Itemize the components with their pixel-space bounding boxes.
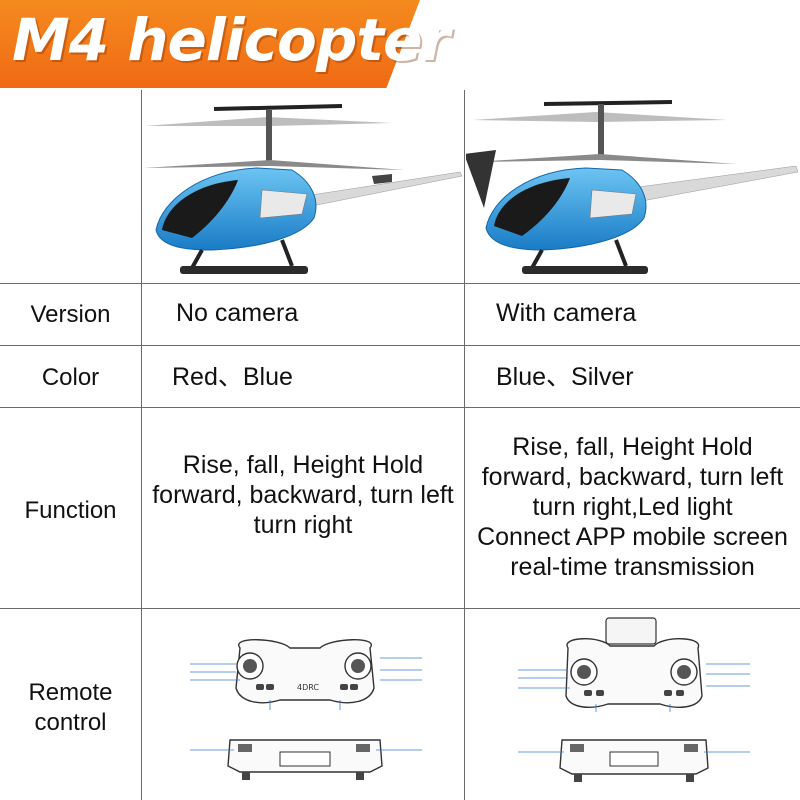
helicopter-image-no-camera	[144, 104, 463, 274]
function-line: Rise, fall, Height Hold	[512, 433, 753, 461]
function-line: Connect APP mobile screen	[477, 523, 788, 551]
function-line: turn right	[253, 511, 353, 539]
color-with-camera: Blue、Silver	[496, 363, 634, 391]
function-line: forward, backward, turn left	[152, 481, 454, 509]
function-no-camera: Rise, fall, Height Hold forward, backwar…	[142, 450, 464, 540]
function-line: real-time transmission	[510, 553, 755, 581]
helicopter-image-with-camera	[466, 100, 799, 274]
divider-line	[141, 90, 142, 800]
page-title: M4 helicopter	[12, 6, 450, 74]
remote-logo: 4DRC	[297, 683, 319, 692]
function-with-camera: Rise, fall, Height Hold forward, backwar…	[465, 432, 800, 582]
divider-line	[0, 345, 800, 346]
divider-line	[464, 90, 465, 800]
function-line: turn right,Led light	[532, 493, 733, 521]
row-label-version: Version	[30, 301, 111, 328]
label-line: control	[34, 709, 107, 736]
divider-line	[0, 407, 800, 408]
remote-diagram-with-camera	[518, 617, 750, 782]
divider-line	[0, 283, 800, 284]
color-no-camera: Red、Blue	[172, 363, 293, 391]
row-label-remote-control: Remote control	[0, 678, 141, 738]
label-line: Remote	[28, 679, 113, 706]
function-line: forward, backward, turn left	[481, 463, 784, 491]
function-line: Rise, fall, Height Hold	[182, 451, 424, 479]
version-with-camera: With camera	[496, 299, 637, 327]
version-no-camera: No camera	[176, 299, 299, 327]
title-banner	[0, 0, 420, 88]
remote-diagram-no-camera: 4DRC	[190, 639, 422, 780]
row-label-color: Color	[41, 364, 100, 391]
divider-line	[0, 608, 800, 609]
row-label-function: Function	[24, 497, 117, 524]
